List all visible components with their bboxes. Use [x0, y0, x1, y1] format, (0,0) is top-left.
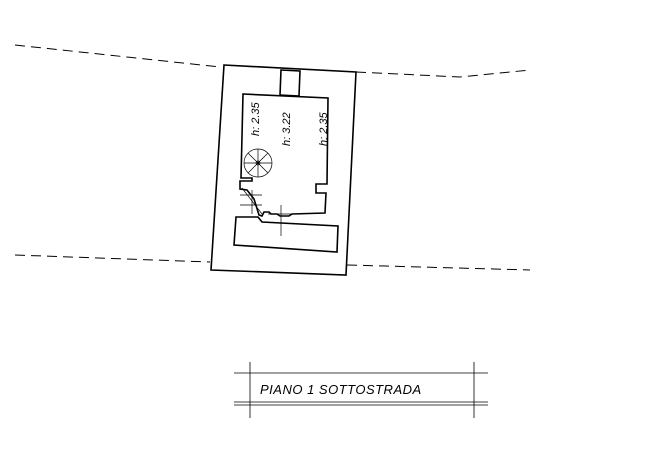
outer-wall	[210, 64, 357, 276]
main-room	[239, 93, 329, 217]
height-label-right: h: 2.35	[318, 111, 330, 146]
plan-title: PIANO 1 SOTTOSTRADA	[260, 382, 422, 397]
terrain-line-bottom-left	[14, 254, 211, 263]
section-axis	[268, 205, 292, 236]
height-label-center: h: 3.22	[281, 112, 293, 146]
height-label-left: h: 2.35	[250, 101, 262, 136]
terrain-line-top-right	[355, 69, 531, 78]
terrain-lines	[14, 44, 531, 271]
straight-staircase	[240, 187, 263, 215]
terrain-line-top-left	[14, 44, 221, 68]
lower-room	[233, 216, 339, 253]
terrain-line-bottom-right	[346, 264, 531, 271]
chimney-block	[279, 69, 301, 97]
spiral-staircase	[243, 148, 273, 178]
title-frame	[234, 362, 488, 418]
building-walls	[210, 64, 357, 276]
